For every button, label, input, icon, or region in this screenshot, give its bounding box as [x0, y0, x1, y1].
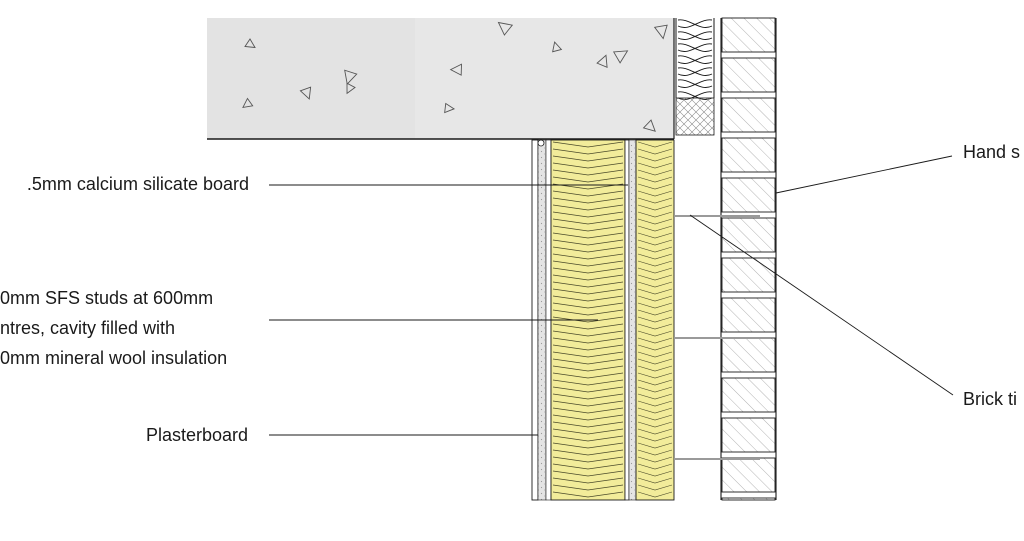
top-cavity-insulation — [675, 18, 715, 136]
label-brick-tie: Brick ti — [963, 389, 1017, 409]
brick-ties — [674, 215, 760, 460]
concrete-slab — [207, 18, 675, 140]
leader-brick-tie — [689, 214, 954, 396]
leader-hand-set — [775, 155, 953, 194]
label-calcium-silicate: .5mm calcium silicate board — [26, 174, 249, 194]
leader-lines — [269, 155, 954, 436]
label-sfs-line-1: 0mm SFS studs at 600mm — [0, 288, 214, 308]
label-sfs-line-2: ntres, cavity filled with — [0, 318, 176, 338]
label-hand-set: Hand s — [963, 142, 1021, 162]
label-plasterboard: Plasterboard — [145, 425, 248, 445]
label-sfs-line-3: 0mm mineral wool insulation — [0, 348, 228, 368]
brick-outer-leaf — [720, 17, 777, 501]
